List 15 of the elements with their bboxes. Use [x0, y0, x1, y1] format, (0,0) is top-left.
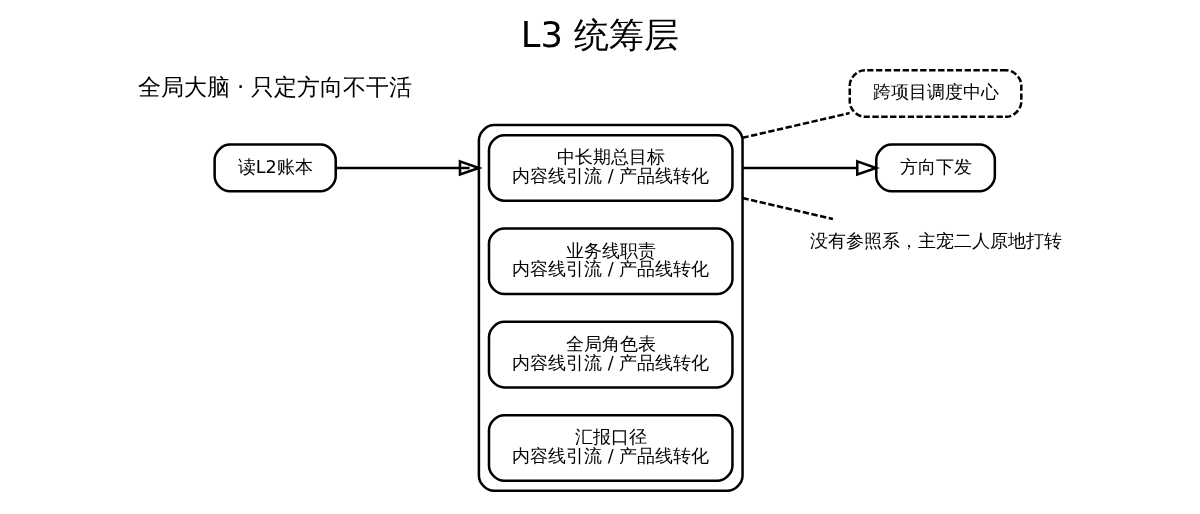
- diagram-title: L3 统筹层: [520, 13, 680, 55]
- node-box: 汇报口径 内容线引流 / 产品线转化: [487, 413, 734, 482]
- node-box: 读L2账本: [213, 142, 337, 193]
- arrow: [336, 159, 483, 176]
- connector: [742, 196, 834, 220]
- cluster: [477, 123, 744, 492]
- label: 全局大脑 · 只定方向不干活: [137, 73, 413, 100]
- node-box: 中长期总目标 内容线引流 / 产品线转化: [487, 133, 734, 202]
- node-box: 方向下发: [875, 142, 997, 193]
- arrow: [742, 159, 880, 176]
- node-text: 没有参照系，主宠二人原地打转: [809, 230, 1062, 251]
- node-box: 全局角色表 内容线引流 / 产品线转化: [487, 320, 734, 389]
- node-box: 跨项目调度中心: [848, 68, 1023, 118]
- connector: [742, 111, 850, 139]
- node-box: 业务线职责 内容线引流 / 产品线转化: [487, 226, 734, 295]
